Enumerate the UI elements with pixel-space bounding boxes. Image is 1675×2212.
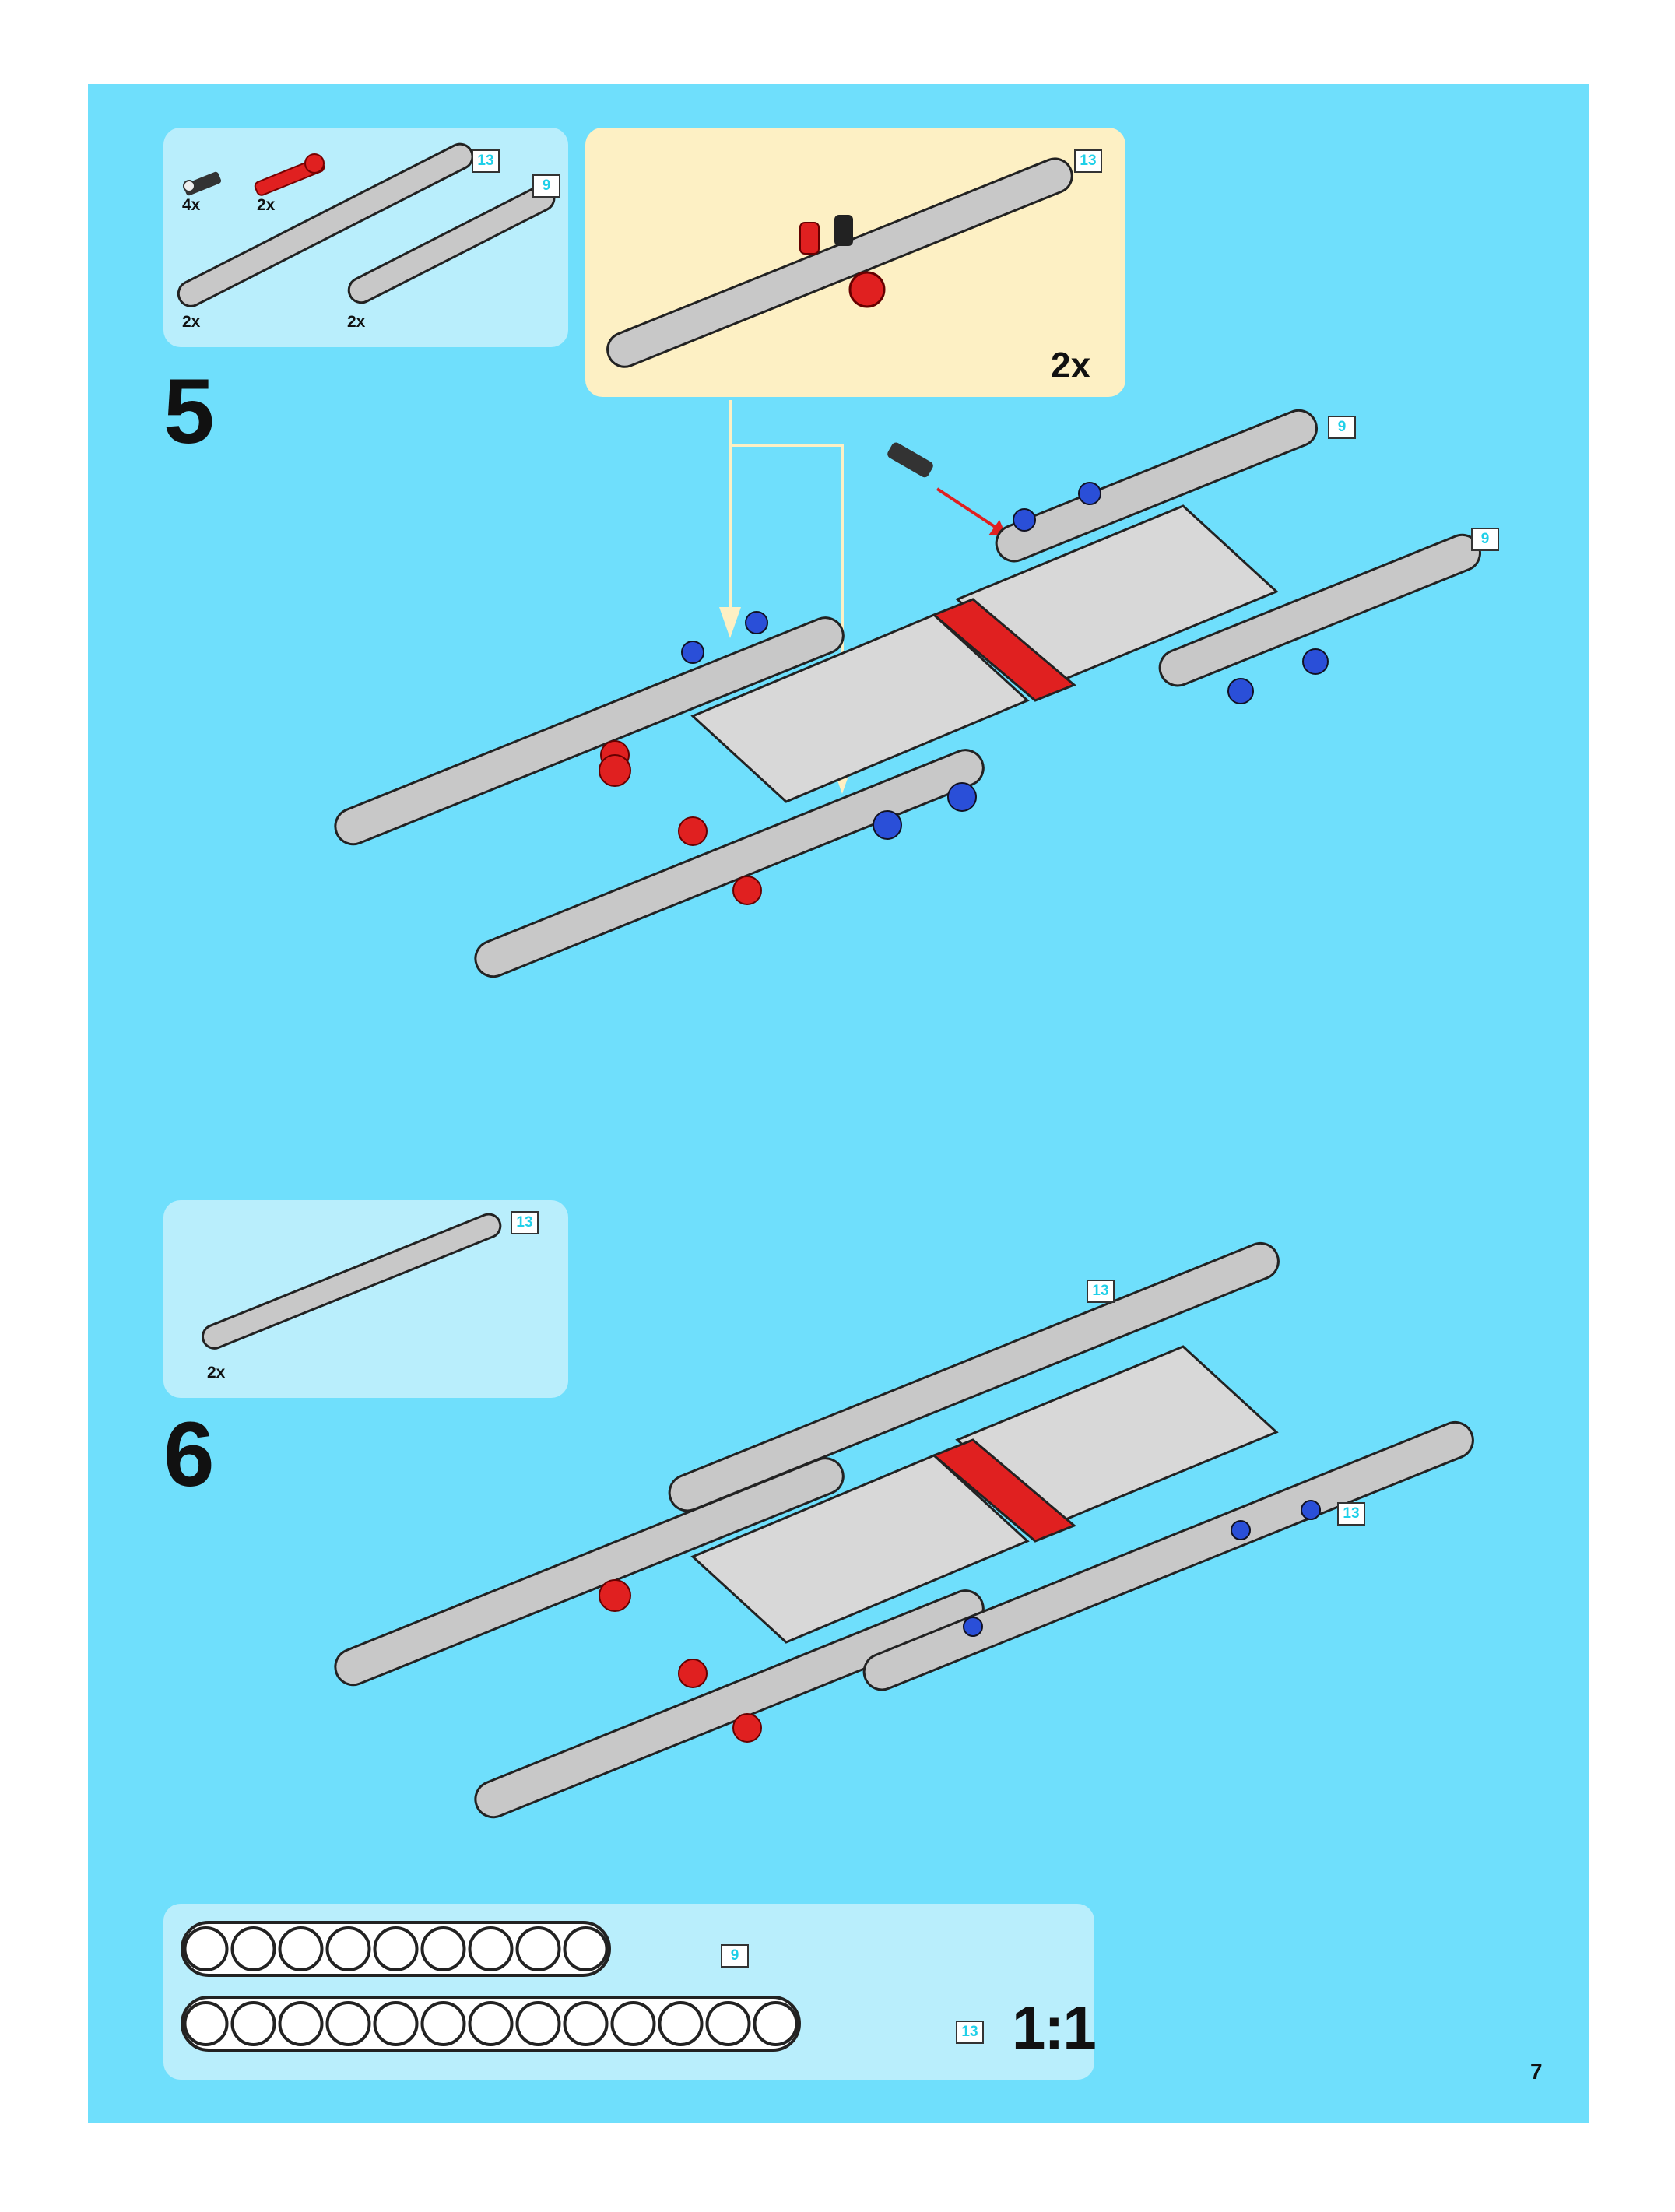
callout-length-tag: 13: [1337, 1502, 1365, 1526]
callout-length-tag: 9: [1328, 416, 1356, 439]
ruler-length-tag: 13: [956, 2021, 984, 2044]
part-qty: 2x: [207, 1364, 225, 1382]
scale-label: 1:1: [1012, 1993, 1095, 2063]
ruler-panel: [163, 1904, 1094, 2080]
part-qty: 4x: [182, 196, 200, 215]
length-tag: 13: [511, 1211, 539, 1234]
callout-length-tag: 13: [1087, 1280, 1115, 1303]
ruler-length-tag: 9: [721, 1944, 749, 1968]
step5-parts-panel: [163, 128, 568, 347]
length-tag: 9: [532, 174, 560, 198]
part-qty: 2x: [347, 313, 365, 332]
length-tag: 13: [1074, 149, 1102, 173]
callout-length-tag: 9: [1471, 528, 1499, 551]
step-number: 5: [163, 366, 215, 458]
part-qty: 2x: [182, 313, 200, 332]
step-number: 6: [163, 1409, 215, 1501]
part-qty: 2x: [257, 196, 275, 215]
step5-subassembly-panel: [585, 128, 1125, 397]
subassembly-qty: 2x: [1051, 344, 1090, 386]
page-number: 7: [1530, 2059, 1543, 2084]
length-tag: 13: [472, 149, 500, 173]
